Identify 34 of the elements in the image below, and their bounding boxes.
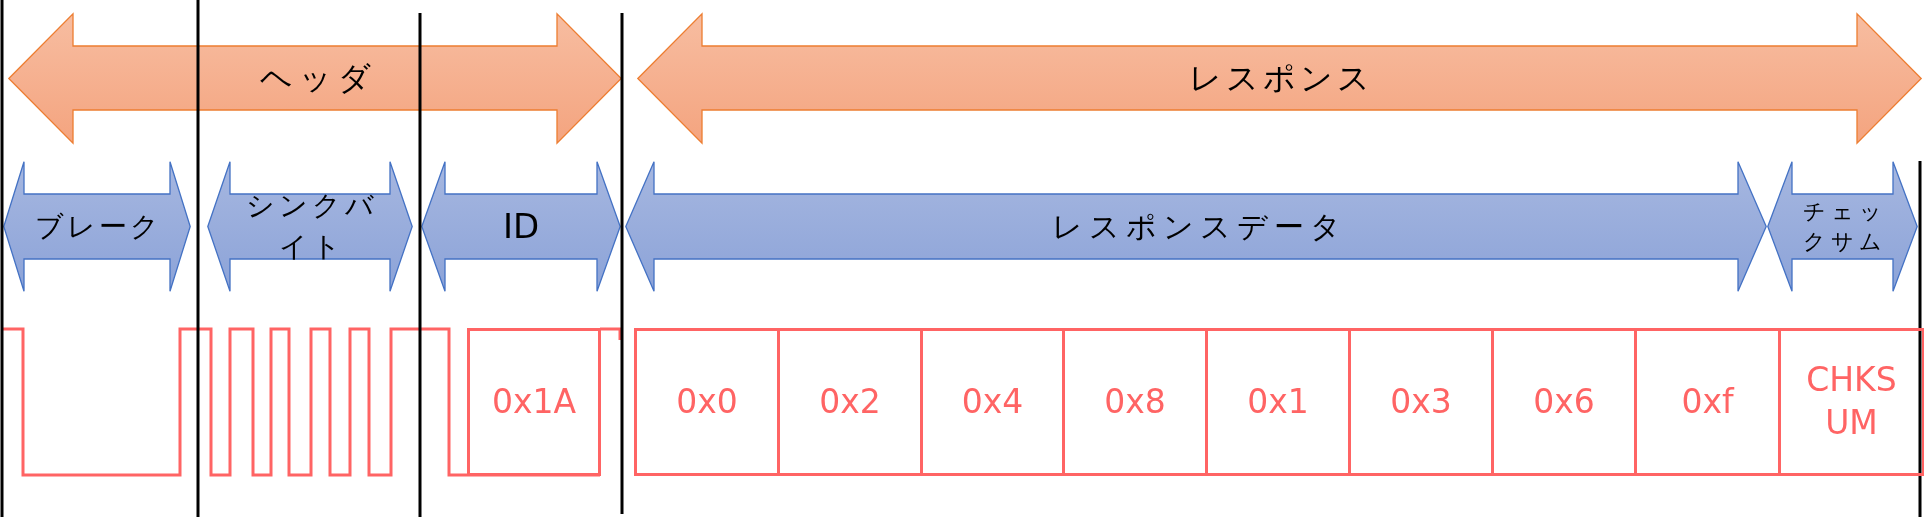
span-band [625,161,1767,292]
segment-label: レスポンスデータ [1050,208,1347,245]
segment-label: シンクバイト [245,187,378,265]
byte-value: 0x1A [491,382,577,422]
segment-label: チェックサム [1802,197,1888,256]
span-band [3,161,191,292]
span-band [421,161,621,292]
byte-value: 0x3 [1390,382,1452,422]
byte-value: 0x1 [1247,382,1309,422]
byte-frame [1634,328,1781,476]
segment-label: ヘッダ [258,59,377,98]
byte-value: 0x6 [1533,382,1595,422]
byte-frame [777,328,923,476]
segment-label: ID [502,206,540,247]
byte-value: 0xf [1681,382,1734,422]
byte-frame [1491,328,1637,476]
byte-frame [1778,328,1924,476]
byte-frame [1348,328,1494,476]
span-band [637,13,1922,144]
span-band [207,161,413,292]
byte-value: 0x8 [1104,382,1166,422]
byte-frame [1062,328,1208,476]
byte-frame [467,328,601,476]
byte-value: CHKSUM [1805,359,1898,444]
byte-frame [634,328,780,476]
span-band [8,13,622,144]
byte-frame [1205,328,1351,476]
byte-frame [920,328,1065,476]
span-band [1767,161,1918,292]
segment-label: ブレーク [34,209,162,244]
segment-label: レスポンス [1188,59,1374,98]
byte-value: 0x4 [961,382,1024,422]
byte-value: 0x2 [819,382,881,422]
byte-value: 0x0 [676,382,738,422]
